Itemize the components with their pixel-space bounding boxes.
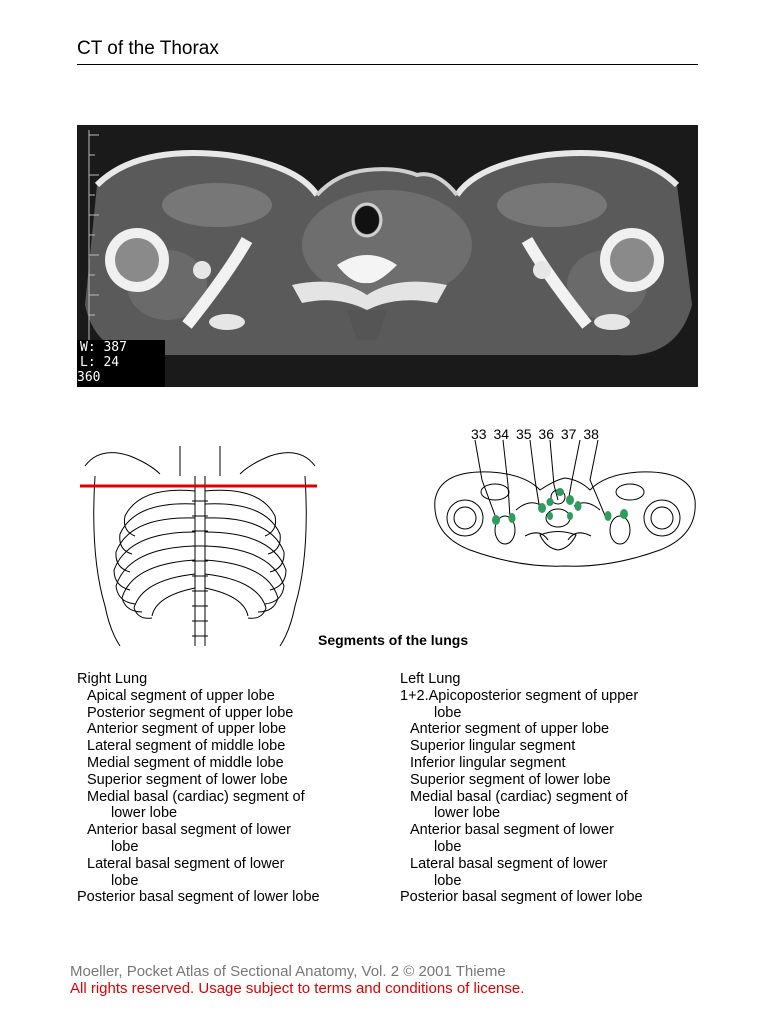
- segment-line: Anterior segment of upper lobe: [410, 721, 610, 738]
- segment-line: 1+2.Apicoposterior segment of upper: [400, 687, 639, 704]
- axial-section-diagram: [430, 439, 700, 580]
- title-divider: [77, 64, 698, 65]
- segment-line: lobe: [111, 838, 139, 855]
- right-lung-title: Right Lung: [77, 671, 148, 687]
- segment-line: Lateral basal segment of lower: [410, 855, 608, 872]
- ref-number: 38: [583, 426, 599, 442]
- segment-line: lobe: [434, 838, 462, 855]
- segment-line: Anterior segment of upper lobe: [87, 721, 287, 738]
- segment-line: Posterior basal segment of lower lobe: [77, 889, 320, 906]
- left-lung-title: Left Lung: [400, 671, 461, 687]
- segment-line: Lateral basal segment of lower: [87, 855, 285, 872]
- segment-line: Superior segment of lower lobe: [87, 771, 288, 788]
- segment-line: Inferior lingular segment: [410, 754, 566, 771]
- segment-line: Posterior basal segment of lower lobe: [400, 889, 643, 906]
- footer-credit: Moeller, Pocket Atlas of Sectional Anato…: [70, 963, 506, 980]
- segment-line: Apical segment of upper lobe: [87, 687, 275, 704]
- ct-window-label: W: 387: [80, 340, 127, 355]
- segments-heading: Segments of the lungs: [318, 632, 469, 648]
- segment-line: Medial basal (cardiac) segment of: [410, 788, 628, 805]
- segment-line: Anterior basal segment of lower: [87, 822, 291, 839]
- ct-scan-image: [77, 125, 698, 387]
- segment-line: lobe: [111, 872, 139, 889]
- right-lung-list: Right Lung Apical segment of upper lobe …: [77, 671, 377, 906]
- left-lung-list: Left Lung 1+2.Apicoposterior segment of …: [400, 671, 700, 906]
- ref-number: 33: [471, 426, 487, 442]
- page-title: CT of the Thorax: [77, 38, 219, 59]
- segment-line: lobe: [434, 872, 462, 889]
- segment-line: Superior segment of lower lobe: [410, 771, 611, 788]
- segment-line: Medial segment of middle lobe: [87, 754, 284, 771]
- footer-license: All rights reserved. Usage subject to te…: [70, 980, 525, 997]
- ct-level-label: L: 24: [80, 355, 120, 370]
- segment-line: Superior lingular segment: [410, 738, 576, 755]
- ref-number: 35: [515, 426, 532, 442]
- ref-number: 34: [493, 426, 510, 442]
- ct-readout: W: 387 L: 24 360: [77, 340, 165, 387]
- ref-number: 36: [538, 426, 554, 442]
- reference-numbers: 33 34 35 36 37 38: [471, 426, 602, 442]
- segment-line: Anterior basal segment of lower: [410, 822, 614, 839]
- segment-line: lower lobe: [434, 805, 501, 822]
- segment-line: Medial basal (cardiac) segment of: [87, 788, 305, 805]
- segment-line: Lateral segment of middle lobe: [87, 738, 286, 755]
- ref-number: 37: [560, 426, 577, 442]
- segment-line: lobe: [434, 704, 462, 721]
- segment-line: Posterior segment of upper lobe: [87, 704, 294, 721]
- segment-line: lower lobe: [111, 805, 178, 822]
- ct-code-label: 360: [77, 370, 101, 385]
- ribcage-diagram: [80, 446, 320, 648]
